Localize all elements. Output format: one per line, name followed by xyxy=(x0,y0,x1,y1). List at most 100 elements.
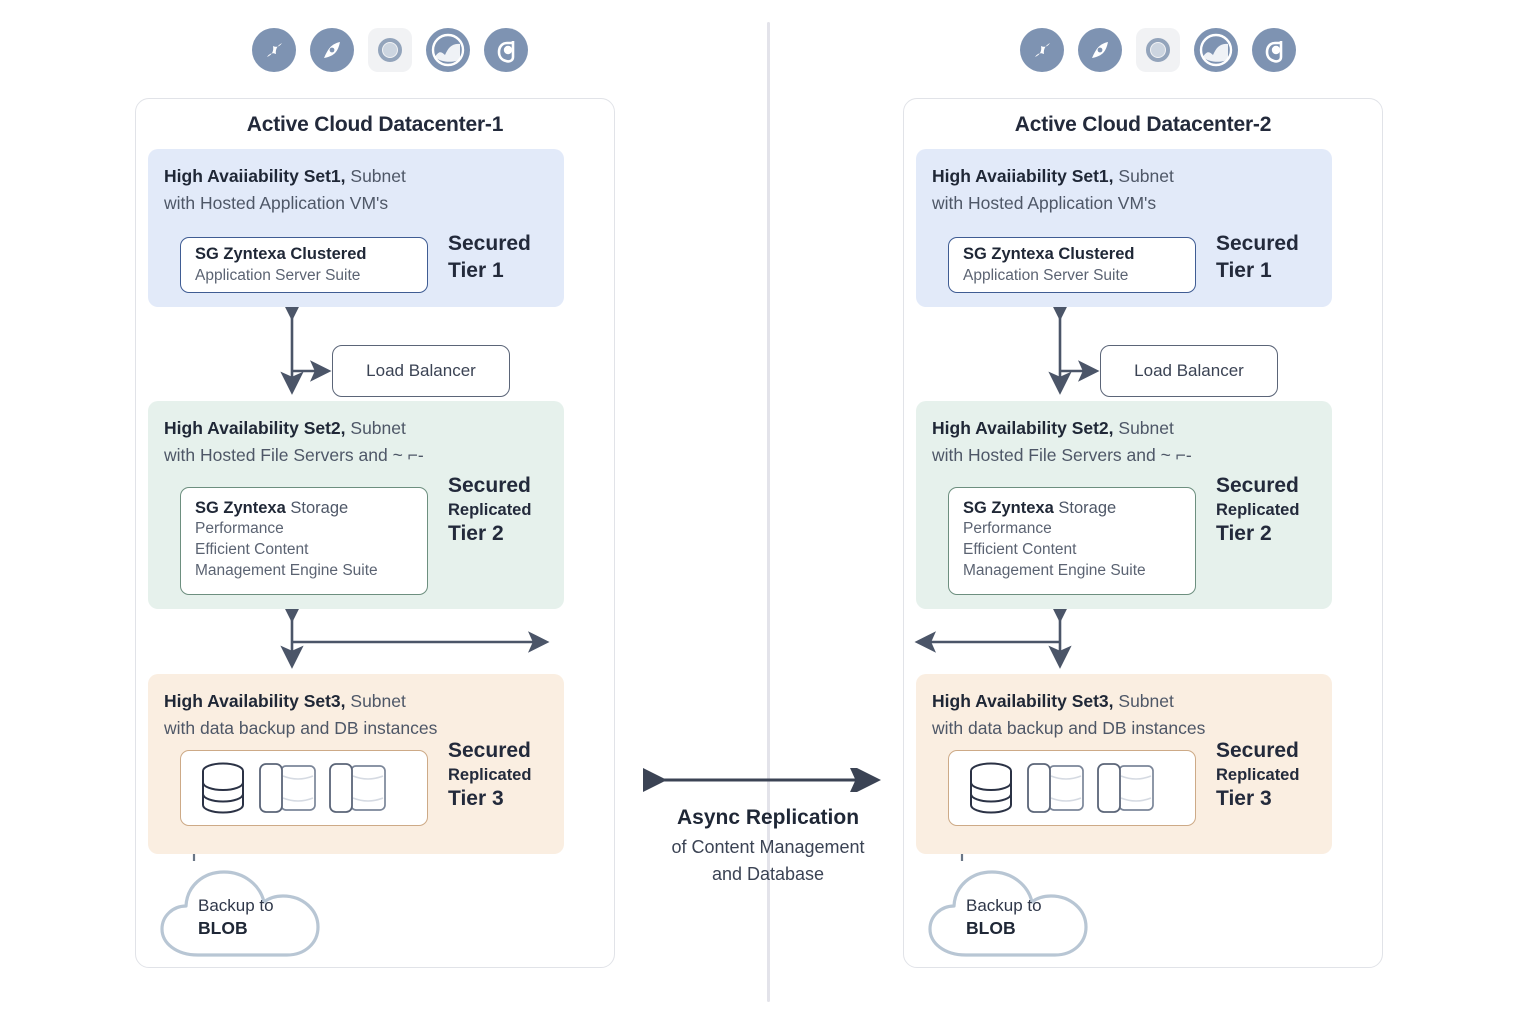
tier-3-secured-bot: Tier 3 xyxy=(448,786,504,810)
async-replication-block: Async Replication of Content Management … xyxy=(598,768,938,888)
tier-2-product-kind: Storage xyxy=(1053,499,1117,517)
tier-1-block: High Avaiiability Set1, Subnet with Host… xyxy=(916,149,1332,307)
tier-1-heading: High Avaiiability Set1, Subnet with Host… xyxy=(164,163,554,217)
tier-2-heading-rest: Subnet xyxy=(1113,418,1174,438)
database-cylinder-icon xyxy=(970,762,1012,814)
tier-2-heading: High Availability Set2, Subnet with Host… xyxy=(932,415,1322,469)
database-cylinder-icon xyxy=(202,762,244,814)
tier-1-product-sub: Application Server Suite xyxy=(195,266,361,284)
tier-2-secured-top: Secured xyxy=(448,474,531,497)
tier-2-product-name: SG Zyntexa Storage xyxy=(963,498,1181,519)
tier-3-secured-label: Secured Replicated Tier 3 xyxy=(448,738,531,813)
tier-1-block: High Avaiiability Set1, Subnet with Host… xyxy=(148,149,564,307)
tier-3-storage-card[interactable] xyxy=(180,750,428,826)
page-title: Active Cloud Datacenter-1 xyxy=(246,113,504,136)
tier-2-product-line3: Efficient Content xyxy=(195,541,309,559)
compass-needle-icon[interactable] xyxy=(252,28,296,72)
g-badge-icon[interactable] xyxy=(484,28,528,72)
tier-1-secured-top: Secured xyxy=(1216,232,1299,255)
tier-3-heading: High Availability Set3, Subnet with data… xyxy=(932,688,1322,742)
tier-3-heading-rest: Subnet xyxy=(345,691,406,711)
center-divider xyxy=(767,22,770,1002)
tier-1-heading-line2: with Hosted Application VM's xyxy=(164,193,389,214)
tier-2-secured-label: Secured Replicated Tier 2 xyxy=(448,473,531,548)
tier-3-heading-bold: High Availability Set3, xyxy=(932,691,1114,711)
tier-1-secured-label: Secured Tier 1 xyxy=(1216,231,1299,285)
load-balancer-1[interactable]: Load Balancer xyxy=(332,345,510,397)
tier-2-product-brand: SG Zyntexa xyxy=(963,499,1054,517)
tier-3-block: High Availability Set3, Subnet with data… xyxy=(916,674,1332,854)
tier-3-secured-top: Secured xyxy=(1216,739,1299,762)
backup-cloud-text-2: Backup to BLOB xyxy=(966,895,1042,940)
tier-1-secured-bot: Tier 1 xyxy=(1216,258,1272,282)
icon-strip-right xyxy=(808,28,1508,72)
ring-circle-icon[interactable] xyxy=(1136,28,1180,72)
tier-1-product-card[interactable]: SG Zyntexa Clustered Application Server … xyxy=(180,237,428,293)
tier-2-product-card[interactable]: SG Zyntexa Storage Performance Efficient… xyxy=(948,487,1196,595)
tier-1-product-card[interactable]: SG Zyntexa Clustered Application Server … xyxy=(948,237,1196,293)
backup-cloud-text-1: Backup to BLOB xyxy=(198,895,274,940)
server-pair-icon-2 xyxy=(329,763,386,813)
tier-2-product-line2: Performance xyxy=(963,520,1052,538)
tier-3-heading-bold: High Availability Set3, xyxy=(164,691,346,711)
backup-cloud-1[interactable]: Backup to BLOB xyxy=(156,859,346,964)
async-bidirectional-arrow-icon xyxy=(643,768,881,792)
tier-1-secured-bot: Tier 1 xyxy=(448,258,504,282)
tier-2-product-card[interactable]: SG Zyntexa Storage Performance Efficient… xyxy=(180,487,428,595)
tier-3-icon-group xyxy=(965,760,1157,816)
async-replication-subtitle: of Content Management and Database xyxy=(598,834,938,888)
tier-3-heading-line2: with data backup and DB instances xyxy=(164,718,438,739)
async-replication-title: Async Replication xyxy=(676,806,860,829)
image-mountain-icon[interactable] xyxy=(1194,28,1238,72)
server-pair-icon-1 xyxy=(1027,763,1084,813)
tier-1-heading-rest: Subnet xyxy=(1113,166,1174,186)
tier-2-product-kind: Storage xyxy=(285,499,349,517)
async-sub-line1: of Content Management xyxy=(671,837,865,857)
tier-3-heading-line2: with data backup and DB instances xyxy=(932,718,1206,739)
tier-2-heading: High Availability Set2, Subnet with Host… xyxy=(164,415,554,469)
tier-1-heading-bold: High Avaiiability Set1, xyxy=(932,166,1114,186)
g-badge-icon[interactable] xyxy=(1252,28,1296,72)
compass-needle-icon[interactable] xyxy=(1020,28,1064,72)
tier-2-secured-label: Secured Replicated Tier 2 xyxy=(1216,473,1299,548)
cloud-line1: Backup to xyxy=(198,896,274,915)
tier-3-heading-rest: Subnet xyxy=(1113,691,1174,711)
tier-2-heading-line2: with Hosted File Servers and ~ ⌐- xyxy=(164,445,424,466)
tier-2-block: High Availability Set2, Subnet with Host… xyxy=(148,401,564,609)
tier-2-secured-mid: Replicated xyxy=(1216,500,1300,519)
tier-2-product-line3: Efficient Content xyxy=(963,541,1077,559)
tier-2-product-line2: Performance xyxy=(195,520,284,538)
tier-2-secured-bot: Tier 2 xyxy=(448,521,504,545)
tier-1-heading: High Avaiiability Set1, Subnet with Host… xyxy=(932,163,1322,217)
datacenter-panel-1: Active Cloud Datacenter-1 High Avaiiabil… xyxy=(135,98,615,968)
tier-1-heading-rest: Subnet xyxy=(345,166,406,186)
tier-2-product-line4: Management Engine Suite xyxy=(963,562,1146,580)
compass-icon[interactable] xyxy=(310,28,354,72)
image-mountain-icon[interactable] xyxy=(426,28,470,72)
tier-3-storage-card[interactable] xyxy=(948,750,1196,826)
tier-1-product-name: SG Zyntexa Clustered xyxy=(195,245,367,264)
tier-3-block: High Availability Set3, Subnet with data… xyxy=(148,674,564,854)
async-sub-line2: and Database xyxy=(711,864,825,884)
cloud-line2: BLOB xyxy=(966,918,1016,939)
cloud-icon xyxy=(160,870,320,957)
tier-2-product-name: SG Zyntexa Storage xyxy=(195,498,413,519)
tier-1-secured-top: Secured xyxy=(448,232,531,255)
ring-circle-icon[interactable] xyxy=(368,28,412,72)
tier-1-heading-bold: High Avaiiability Set1, xyxy=(164,166,346,186)
datacenter-panel-2: Active Cloud Datacenter-2 High Avaiiabil… xyxy=(903,98,1383,968)
server-pair-icon-2 xyxy=(1097,763,1154,813)
tier-3-icon-group xyxy=(197,760,389,816)
tier-3-secured-top: Secured xyxy=(448,739,531,762)
load-balancer-2[interactable]: Load Balancer xyxy=(1100,345,1278,397)
datacenter-column-2: Active Cloud Datacenter-2 High Avaiiabil… xyxy=(808,0,1508,1024)
compass-icon[interactable] xyxy=(1078,28,1122,72)
tier-3-secured-mid: Replicated xyxy=(448,765,532,784)
tier-2-product-brand: SG Zyntexa xyxy=(195,499,286,517)
tier-2-block: High Availability Set2, Subnet with Host… xyxy=(916,401,1332,609)
tier-2-heading-bold: High Availability Set2, xyxy=(164,418,346,438)
tier-3-secured-bot: Tier 3 xyxy=(1216,786,1272,810)
tier-2-heading-line2: with Hosted File Servers and ~ ⌐- xyxy=(932,445,1192,466)
backup-cloud-2[interactable]: Backup to BLOB xyxy=(924,859,1114,964)
tier-3-heading: High Availability Set3, Subnet with data… xyxy=(164,688,554,742)
